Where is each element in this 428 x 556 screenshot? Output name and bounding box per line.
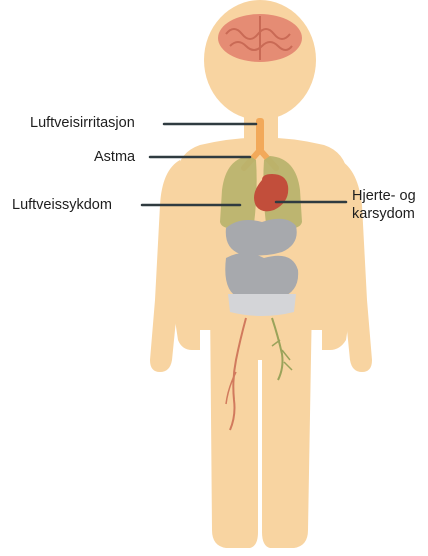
brain	[218, 14, 302, 62]
label-asthma: Astma	[94, 148, 135, 166]
label-airway-irritation: Luftveisirritasjon	[30, 114, 135, 132]
label-heart-disease-line2: karsydom	[352, 205, 416, 223]
label-respiratory-disease: Luftveissykdom	[12, 196, 112, 214]
pelvic-region	[228, 294, 296, 316]
label-heart-disease-line1: Hjerte- og	[352, 187, 416, 205]
abdominal-organs	[225, 219, 298, 298]
label-heart-disease: Hjerte- og karsydom	[352, 187, 416, 223]
